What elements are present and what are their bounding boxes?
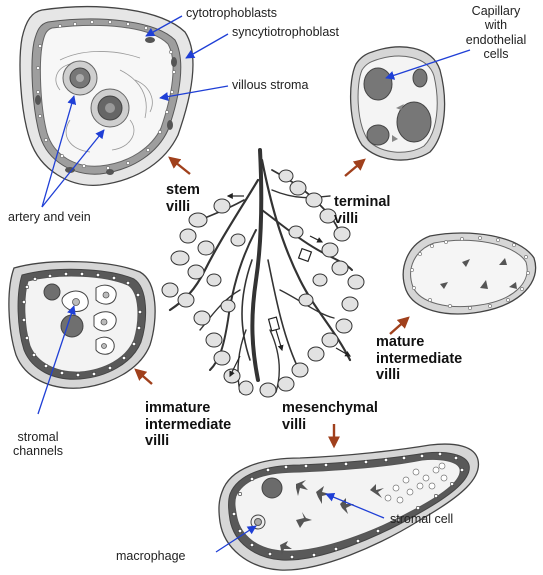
label-immature-intermediate-villi: immature intermediate villi (145, 400, 231, 450)
arrow-to-stem-villus (170, 158, 190, 174)
label-stem-line1: stem (166, 182, 200, 199)
label-artery-and-vein: artery and vein (8, 210, 91, 224)
label-mesenchymal-villi: mesenchymal villi (282, 400, 378, 433)
arrow-to-mature-villus (390, 318, 408, 334)
label-macrophage: macrophage (116, 549, 186, 563)
label-terminal-line1: terminal (334, 194, 390, 211)
pointer-syncytiotrophoblast (186, 34, 228, 58)
arrow-to-terminal-villus (345, 160, 364, 176)
label-villous-stroma: villous stroma (232, 78, 308, 92)
label-immature-line3: villi (145, 433, 231, 450)
label-stromal-channels-line2: channels (6, 444, 70, 458)
immature-intermediate-villus-cross-section (9, 262, 155, 389)
label-capillary-endothelial: Capillary with endothelial cells (454, 4, 538, 62)
label-stromal-channels: stromal channels (6, 430, 70, 459)
label-terminal-villi: terminal villi (334, 194, 390, 227)
label-mature-line1: mature (376, 334, 462, 351)
label-mature-line2: intermediate (376, 351, 462, 368)
terminal-villus-cross-section (351, 47, 445, 160)
stem-villus-cross-section (20, 7, 193, 186)
label-immature-line1: immature (145, 400, 231, 417)
mature-intermediate-villus-cross-section (403, 233, 535, 314)
label-stem-line2: villi (166, 199, 200, 216)
label-stromal-channels-line1: stromal (6, 430, 70, 444)
arrow-to-immature-villus (136, 370, 152, 384)
label-capillary-line1: Capillary (454, 4, 538, 18)
label-syncytiotrophoblast: syncytiotrophoblast (232, 25, 339, 39)
label-capillary-line2: with (454, 18, 538, 32)
label-mature-line3: villi (376, 367, 462, 384)
label-stem-villi: stem villi (166, 182, 200, 215)
label-cytotrophoblasts: cytotrophoblasts (186, 6, 277, 20)
label-capillary-line4: cells (454, 47, 538, 61)
label-capillary-line3: endothelial (454, 33, 538, 47)
label-stromal-cell: stromal cell (390, 512, 453, 526)
label-mesenchymal-line1: mesenchymal (282, 400, 378, 417)
label-terminal-line2: villi (334, 211, 390, 228)
mesenchymal-villus-cross-section (219, 444, 479, 570)
label-mesenchymal-line2: villi (282, 417, 378, 434)
label-immature-line2: intermediate (145, 417, 231, 434)
label-mature-intermediate-villi: mature intermediate villi (376, 334, 462, 384)
